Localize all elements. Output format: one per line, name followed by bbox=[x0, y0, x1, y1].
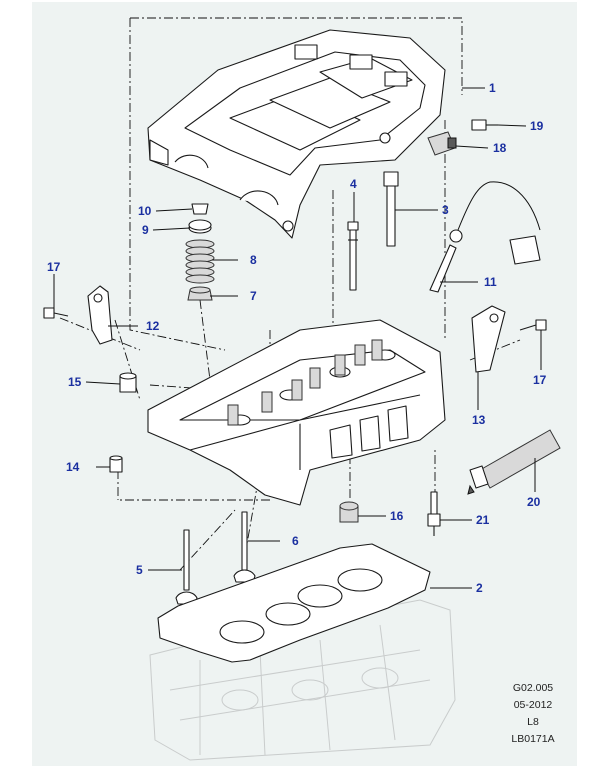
callout-12: 12 bbox=[146, 319, 160, 333]
spring-drawing bbox=[185, 239, 215, 284]
callout-4: 4 bbox=[350, 177, 357, 191]
callout-8: 8 bbox=[250, 253, 257, 267]
valve-seal-drawing bbox=[187, 286, 213, 301]
callout-3: 3 bbox=[442, 203, 449, 217]
callout-2: 2 bbox=[476, 581, 483, 595]
ref-group: G02.005 bbox=[512, 682, 554, 694]
callout-18: 18 bbox=[493, 141, 507, 155]
callout-19: 19 bbox=[530, 119, 544, 133]
callout-15: 15 bbox=[68, 375, 82, 389]
callout-5: 5 bbox=[136, 563, 143, 577]
ref-model: L8 bbox=[527, 716, 539, 728]
callout-9: 9 bbox=[142, 223, 149, 237]
callout-10: 10 bbox=[138, 204, 152, 218]
leader-lines bbox=[53, 87, 542, 589]
bolt-left-drawing bbox=[43, 307, 69, 319]
head-gasket-drawing bbox=[157, 543, 431, 663]
glow-plug-drawing bbox=[427, 491, 441, 536]
callout-11: 11 bbox=[484, 275, 497, 289]
callout-17-left: 17 bbox=[47, 260, 61, 274]
lifting-eye-right-drawing bbox=[471, 305, 506, 373]
callout-labels: 1 2 3 4 5 6 7 8 9 10 11 12 13 14 15 16 1… bbox=[47, 81, 547, 595]
valve-a-drawing bbox=[175, 529, 198, 605]
bolt-right-drawing bbox=[519, 319, 547, 331]
collet-drawing bbox=[191, 203, 209, 215]
plug-seal-drawing bbox=[119, 372, 137, 393]
callout-16: 16 bbox=[390, 509, 404, 523]
glow-plug-harness-drawing bbox=[429, 181, 541, 293]
core-plug-drawing bbox=[339, 501, 359, 523]
ref-date: 05-2012 bbox=[513, 699, 553, 711]
sensor-bolt-drawing bbox=[471, 119, 498, 131]
callout-6: 6 bbox=[292, 534, 299, 548]
cylinder-head-drawing bbox=[147, 319, 446, 506]
callout-20: 20 bbox=[527, 495, 541, 509]
callout-14: 14 bbox=[66, 460, 80, 474]
callout-21: 21 bbox=[476, 513, 490, 527]
callout-17-right: 17 bbox=[533, 373, 547, 387]
valve-b-drawing bbox=[233, 511, 256, 583]
retainer-drawing bbox=[188, 219, 212, 234]
dowel-drawing bbox=[109, 455, 123, 473]
sensor-drawing bbox=[427, 131, 457, 156]
long-bolt-drawing bbox=[383, 171, 399, 247]
ref-code: LB0171A bbox=[511, 733, 555, 745]
camshaft-carrier-drawing bbox=[147, 29, 446, 239]
callout-7: 7 bbox=[250, 289, 257, 303]
lifting-eye-left-drawing bbox=[87, 285, 113, 345]
sealant-tube-drawing bbox=[467, 429, 561, 495]
head-stud-drawing bbox=[347, 221, 359, 291]
installed-springs bbox=[227, 339, 383, 426]
callout-13: 13 bbox=[472, 413, 486, 427]
callout-1: 1 bbox=[489, 81, 496, 95]
